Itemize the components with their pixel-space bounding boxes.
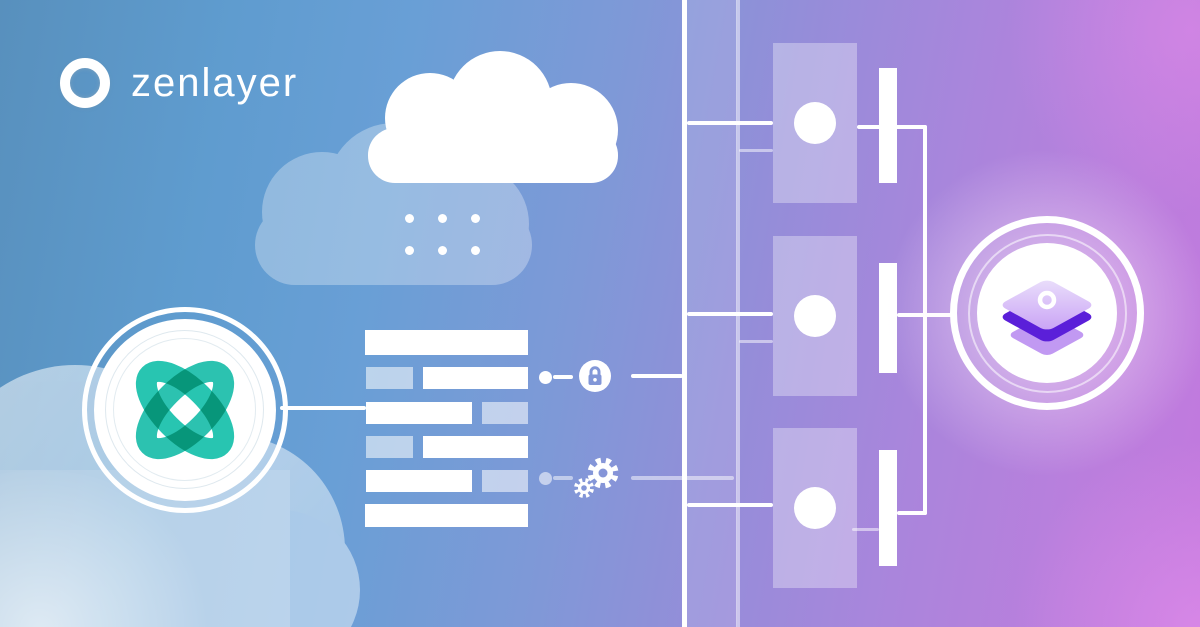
list-bar <box>365 330 528 355</box>
layers-stack-icon <box>1002 280 1092 355</box>
zenlayer-ring-icon <box>60 58 110 108</box>
config-list-illustration <box>365 330 528 527</box>
list-bar <box>365 504 528 527</box>
layer-dot <box>1037 290 1057 310</box>
node-dot <box>794 102 836 144</box>
network-panel <box>773 236 857 396</box>
lock-icon <box>579 360 611 392</box>
list-bar <box>366 470 472 492</box>
gears-icon <box>574 457 619 498</box>
edge-outer-ring <box>950 216 1144 410</box>
list-bar <box>482 470 528 492</box>
node-dot <box>794 487 836 529</box>
list-bar <box>366 436 413 458</box>
network-panel <box>773 43 857 203</box>
list-bar <box>366 367 413 389</box>
node-dot <box>794 295 836 337</box>
partner-knot-icon <box>135 360 235 460</box>
list-bar <box>423 367 528 389</box>
connector-partner-list <box>280 406 366 410</box>
zenlayer-wordmark: zenlayer <box>131 61 299 105</box>
partner-outer-ring <box>82 307 288 513</box>
circuit-main-line <box>682 0 687 627</box>
network-panel <box>773 428 857 588</box>
panel-bar <box>879 450 897 566</box>
list-bar <box>482 402 528 424</box>
list-bar <box>366 402 472 424</box>
list-bar <box>423 436 528 458</box>
